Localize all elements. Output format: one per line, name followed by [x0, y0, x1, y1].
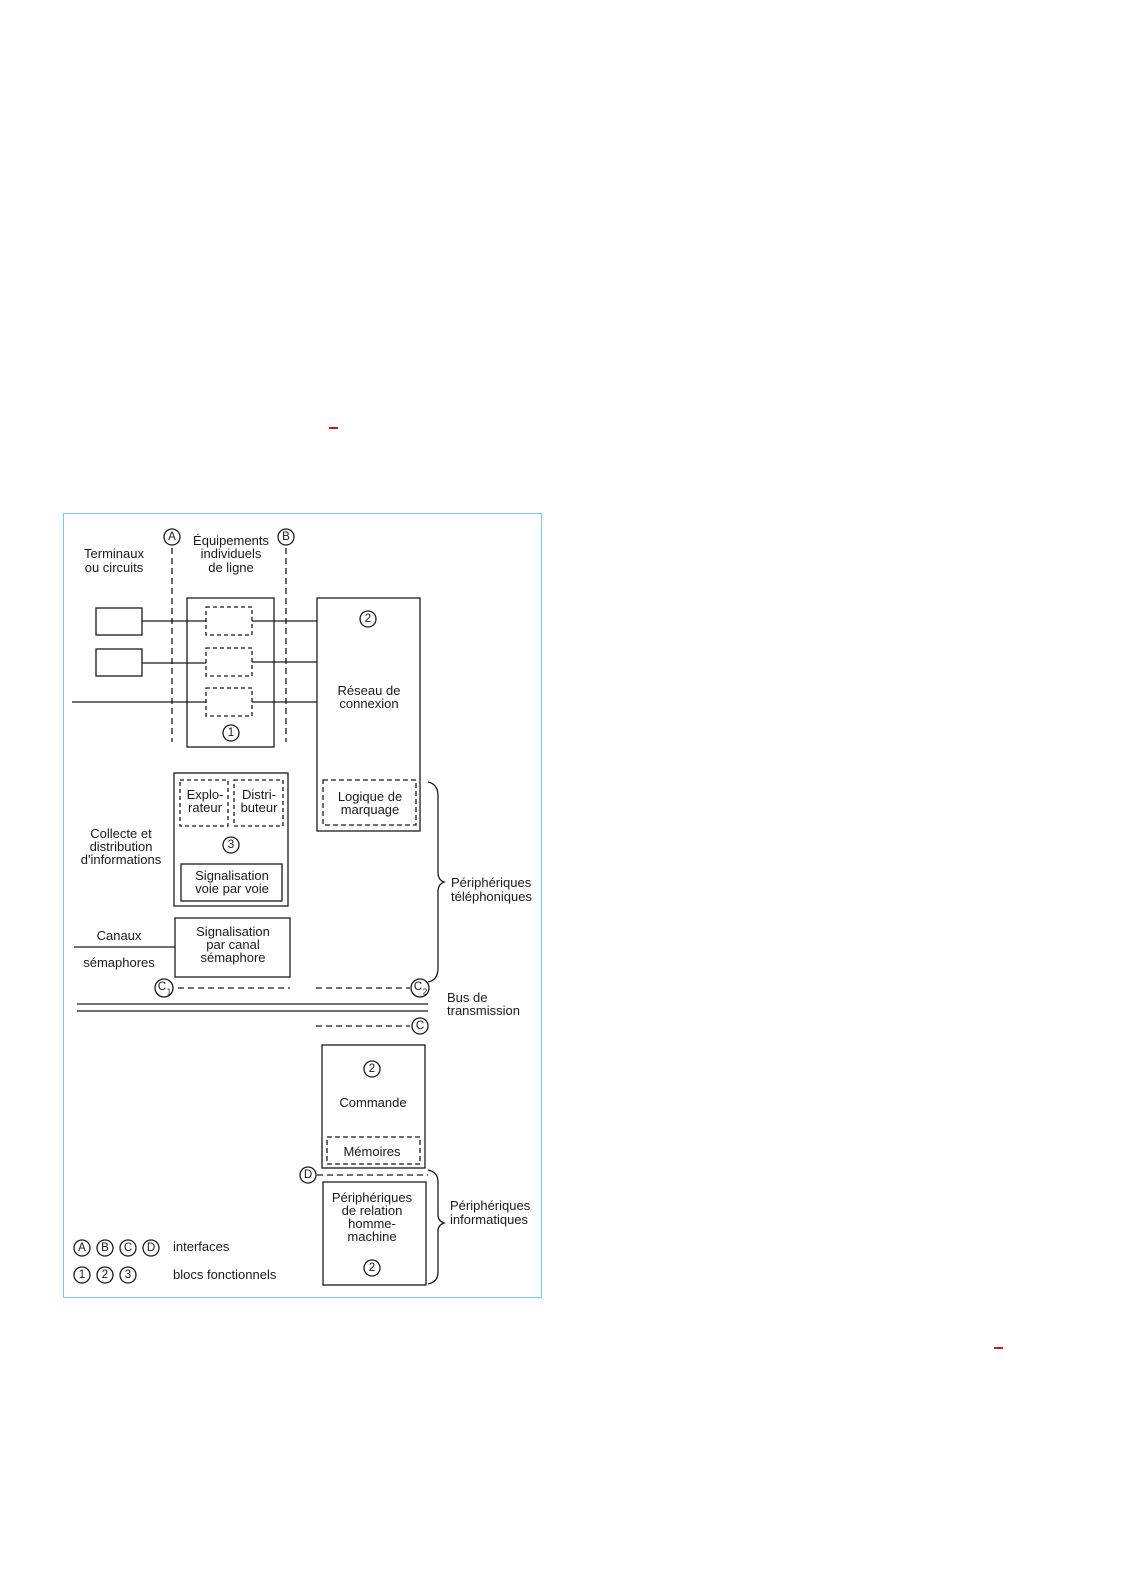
label-distributeur-2: buteur: [241, 800, 279, 815]
brace-telephoniques: [427, 781, 447, 983]
label-distributeur-1: Distri-: [242, 787, 276, 802]
marker-2-commande: 2: [369, 1063, 375, 1075]
label-collecte-1: Collecte et: [90, 826, 152, 841]
label-terminaux-1: Terminaux: [84, 546, 144, 561]
marker-2-commande-circle: [363, 1060, 381, 1078]
legend-a: A: [78, 1242, 86, 1254]
legend-interfaces-label: interfaces: [173, 1239, 230, 1254]
label-collecte-2: distribution: [90, 839, 153, 854]
legend-1-circle: [73, 1266, 91, 1284]
legend-2-circle: [96, 1266, 114, 1284]
marker-2-peripheriques: 2: [369, 1262, 375, 1274]
label-peripheriques-relation-3: homme-: [348, 1216, 396, 1231]
equipement-unit-1: [205, 606, 253, 636]
marker-2-peripheriques-circle: [363, 1259, 381, 1277]
legend-1: 1: [79, 1269, 85, 1281]
legend-2: 2: [102, 1269, 108, 1281]
legend-d-circle: [142, 1239, 160, 1257]
distributeur-box: [233, 779, 284, 827]
label-explorateur-2: rateur: [188, 800, 223, 815]
label-signalisation-canal-1: Signalisation: [196, 924, 270, 939]
legend-d: D: [147, 1242, 155, 1254]
marker-c: C: [416, 1020, 424, 1032]
red-link-mark-top[interactable]: [329, 427, 338, 429]
legend-c: C: [124, 1242, 132, 1254]
marker-c2-sub: 2: [423, 988, 428, 997]
label-memoires: Mémoires: [343, 1144, 401, 1159]
legend-a-circle: [73, 1239, 91, 1257]
marker-a: A: [168, 531, 176, 543]
marker-b-circle: [277, 528, 295, 546]
label-equipements-1: Équipements: [193, 533, 269, 548]
label-signalisation-canal-3: sémaphore: [200, 950, 265, 965]
label-equipements-2: individuels: [201, 546, 262, 561]
label-peripheriques-relation-2: de relation: [342, 1203, 403, 1218]
label-peripheriques-info-1: Périphériques: [450, 1198, 531, 1213]
equipement-unit-3: [205, 687, 253, 717]
marker-d-circle: [299, 1166, 317, 1184]
legend-3: 3: [125, 1269, 131, 1281]
legend-b-circle: [96, 1239, 114, 1257]
label-bus-1: Bus de: [447, 990, 487, 1005]
label-peripheriques-tel-2: téléphoniques: [451, 889, 532, 904]
marker-c2-circle: [410, 978, 430, 998]
label-signalisation-voie-2: voie par voie: [195, 881, 269, 896]
marker-2-reseau: 2: [365, 613, 371, 625]
reseau-block: [316, 597, 421, 832]
marker-d: D: [304, 1169, 312, 1181]
marker-c1: C: [158, 981, 166, 993]
memoires-box: [326, 1136, 421, 1165]
label-reseau-1: Réseau de: [338, 683, 401, 698]
label-bus-2: transmission: [447, 1003, 520, 1018]
label-canaux: Canaux: [97, 928, 142, 943]
marker-c2: C: [414, 981, 422, 993]
label-peripheriques-info-2: informatiques: [450, 1212, 529, 1227]
marker-1-circle: [222, 724, 240, 742]
label-peripheriques-tel-1: Périphériques: [451, 875, 532, 890]
marker-c-circle: [411, 1017, 429, 1035]
label-peripheriques-relation-1: Périphériques: [332, 1190, 413, 1205]
legend-c-circle: [119, 1239, 137, 1257]
marker-1: 1: [228, 727, 234, 739]
label-signalisation-voie-1: Signalisation: [195, 868, 269, 883]
marker-c1-sub: 1: [167, 988, 172, 997]
red-link-mark-bottom[interactable]: [994, 1347, 1003, 1349]
terminal-box-2: [95, 648, 143, 677]
label-terminaux-2: ou circuits: [85, 560, 144, 575]
label-collecte-3: d'informations: [81, 852, 162, 867]
label-logique-1: Logique de: [338, 789, 402, 804]
label-signalisation-canal-2: par canal: [206, 937, 260, 952]
label-equipements-3: de ligne: [208, 560, 254, 575]
collecte-block: [173, 772, 289, 907]
label-semaphores: sémaphores: [83, 955, 155, 970]
signalisation-voie-box: [180, 863, 283, 902]
label-reseau-2: connexion: [339, 696, 398, 711]
brace-informatiques: [427, 1169, 447, 1285]
logique-box: [322, 779, 417, 826]
label-peripheriques-relation-4: machine: [347, 1229, 396, 1244]
marker-b: B: [282, 531, 290, 543]
marker-3: 3: [228, 839, 234, 851]
equipements-block: [186, 597, 275, 748]
legend-3-circle: [119, 1266, 137, 1284]
explorateur-box: [179, 779, 229, 827]
peripheriques-relation-block: [322, 1181, 427, 1286]
marker-2-reseau-circle: [359, 610, 377, 628]
marker-3-circle: [222, 836, 240, 854]
legend-blocs-label: blocs fonctionnels: [173, 1267, 277, 1282]
terminal-box-1: [95, 607, 143, 636]
label-logique-2: marquage: [341, 802, 400, 817]
figure-frame: [63, 513, 542, 1298]
label-explorateur-1: Explo-: [187, 787, 224, 802]
legend-b: B: [101, 1242, 109, 1254]
marker-c1-circle: [154, 978, 174, 998]
equipement-unit-2: [205, 647, 253, 677]
commande-block: [321, 1044, 426, 1169]
label-commande: Commande: [339, 1095, 406, 1110]
marker-a-circle: [163, 528, 181, 546]
